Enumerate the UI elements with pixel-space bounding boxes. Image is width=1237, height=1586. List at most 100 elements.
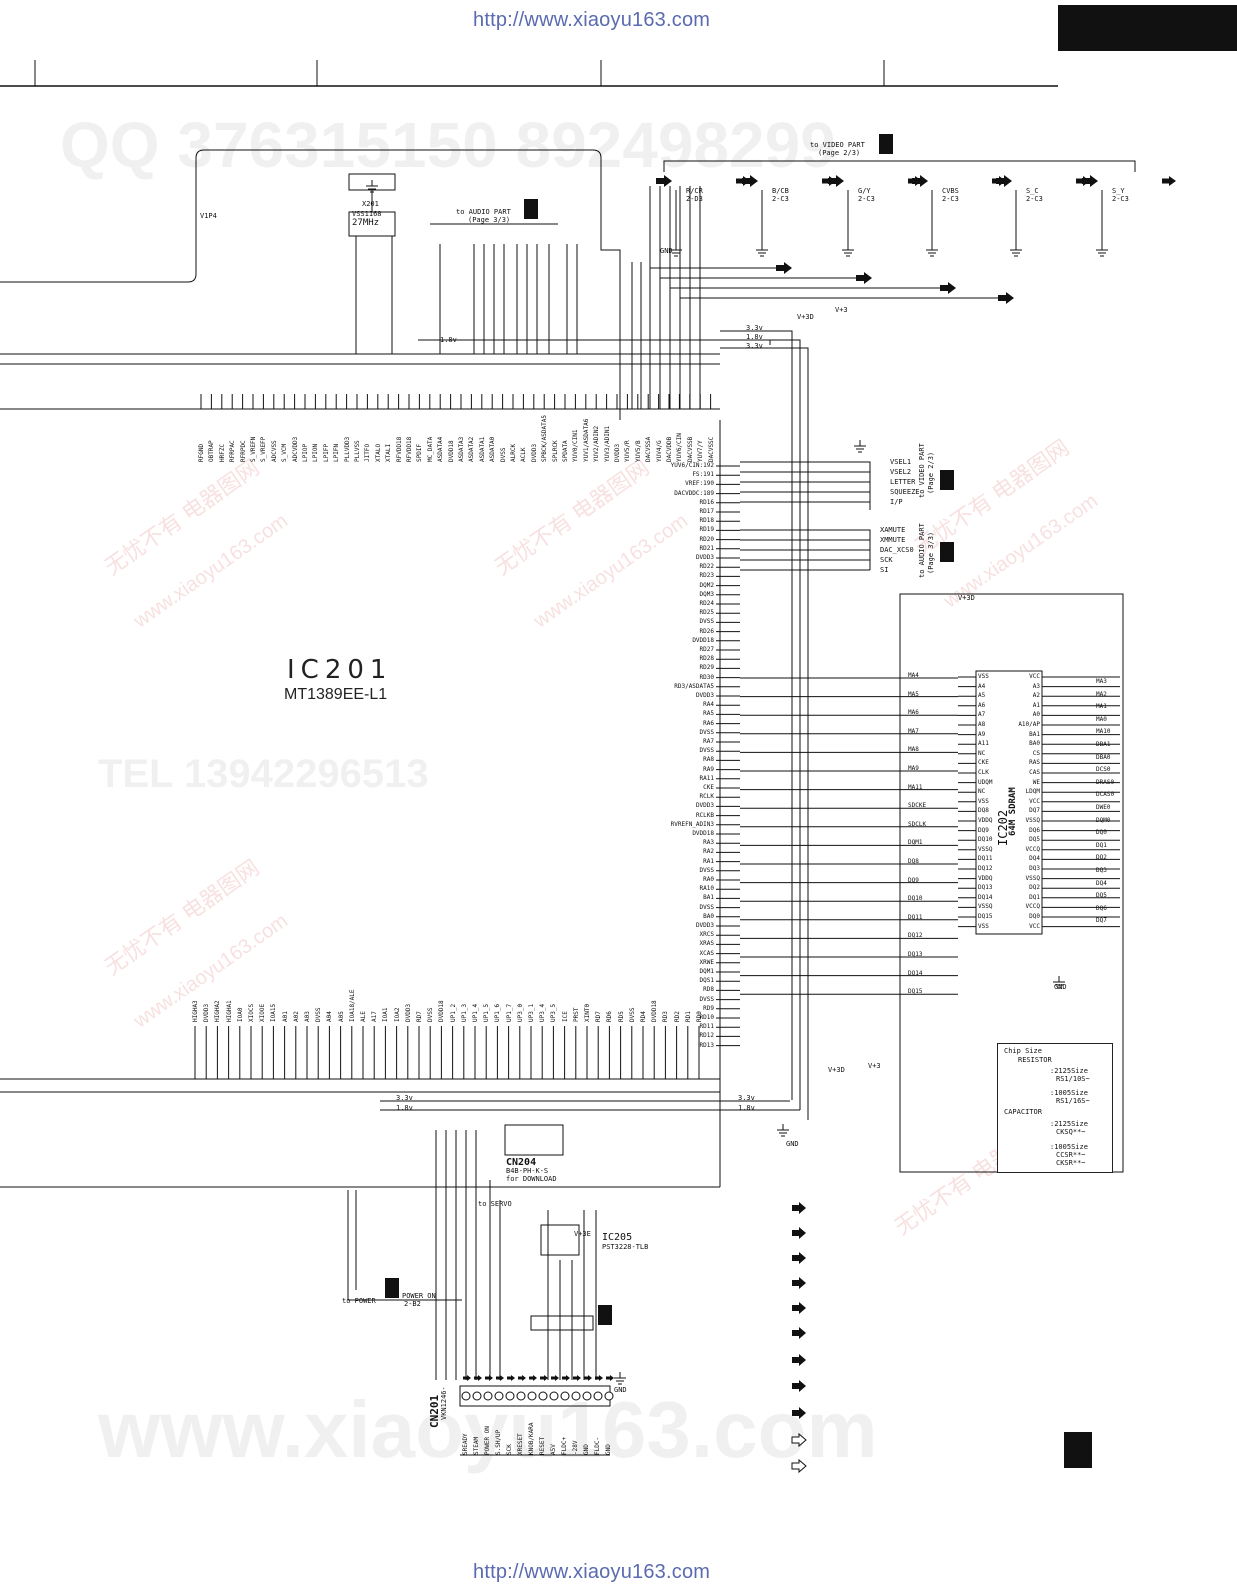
- video-out-name: CVBS: [942, 187, 959, 195]
- legend-signal-arrow: [792, 1202, 806, 1214]
- ic202-right-pin: DQ1: [1029, 893, 1040, 901]
- to-power: to POWER: [342, 1297, 376, 1305]
- ic201-right-pin: DVDD3: [695, 802, 714, 810]
- ic201-top-pin: ACLK: [520, 447, 528, 462]
- ic202-right-net: DQ6: [1096, 904, 1107, 912]
- power-ref: 2-B2: [404, 1300, 421, 1308]
- ic201-right-pin: RA6: [703, 719, 714, 727]
- audio-ctrl-net: DAC_XCS0: [880, 546, 914, 554]
- ic202-left-pin: DQ11: [978, 855, 993, 863]
- legend-res1b: RS1/10S~: [1056, 1075, 1090, 1083]
- xtal-freq: 27MHz: [352, 218, 380, 228]
- ic202-left-pin: VSS: [978, 922, 989, 930]
- to-audio-page-top: (Page 3/3): [468, 216, 511, 224]
- rail-33-bottom-2: 3.3v: [396, 1094, 413, 1102]
- legend-signal-arrow: [792, 1227, 806, 1239]
- cn204-note: for DOWNLOAD: [506, 1175, 557, 1183]
- ic201-right-pin: RD10: [699, 1014, 714, 1021]
- ground-symbol: [1053, 976, 1065, 989]
- ic202-left-pin: A5: [978, 692, 986, 700]
- ic202-right-pin: RAS: [1029, 759, 1040, 767]
- legend-open-arrow: [791, 1432, 807, 1448]
- ic202-right-net: DCAS0: [1096, 791, 1115, 799]
- gnd-label-2: GND: [786, 1140, 799, 1148]
- ic202-right-pin: VSSQ: [1025, 874, 1040, 882]
- ic201-right-pin: RA2: [703, 848, 714, 856]
- ic201-right-pin: DVDD18: [692, 636, 714, 644]
- ic201-right-pin: RD20: [699, 535, 714, 543]
- ic201-right-pin: RD27: [699, 646, 714, 653]
- xtal-part: VSS1168: [352, 210, 382, 218]
- ic202-right-pin: VCCQ: [1025, 903, 1040, 911]
- ic201-top-pin: LPION: [312, 443, 320, 462]
- legend-open-arrow: [791, 1458, 807, 1474]
- ic201-bottom-pin: UP3_4: [539, 1003, 547, 1022]
- ic201-right-pin: RA0: [703, 876, 714, 883]
- ic201-right-pin: RD3/ASDATA5: [674, 682, 714, 690]
- video-out-ref: 2-C3: [1112, 195, 1129, 203]
- ic202-left-pin: A4: [978, 682, 986, 690]
- ic201-top-pin: HRFZC: [218, 443, 226, 462]
- ic202-right-pin: A0: [1032, 711, 1040, 719]
- ic202-right-net: DQ5: [1096, 892, 1107, 900]
- ic201-top-pin: ASDATA2: [468, 436, 476, 462]
- legend-signal-arrow: [792, 1407, 806, 1419]
- ref-block-bottom-right: [1064, 1432, 1092, 1468]
- cn201-signal-arrow: [474, 1375, 482, 1381]
- cn201-pin-circle: [549, 1391, 559, 1401]
- ic201-right-pin: DVSS: [699, 995, 714, 1003]
- ic201-right-pin: DQM2: [699, 581, 714, 589]
- video-out-name: S_Y: [1112, 187, 1125, 195]
- cn201-pin: FLDC+: [561, 1436, 568, 1455]
- ic201-top-pin: DACVSSA: [645, 436, 653, 462]
- ic201-bottom-pin: IOA0: [236, 1007, 244, 1022]
- video-out-ref: 2-C3: [858, 195, 875, 203]
- ic202-left-net: DQ15: [908, 988, 923, 996]
- ic201-top-pin: S_VREFN: [250, 436, 257, 462]
- audio-ctrl-net: XMMUTE: [880, 536, 906, 544]
- legend-res2b: RS1/16S~: [1056, 1097, 1090, 1105]
- cn201-pin: KNOB/KARA: [528, 1422, 535, 1455]
- ic201-top-pin: ASDATA3: [458, 436, 465, 462]
- ic201-bottom-pin: HIGHA1: [225, 1000, 233, 1022]
- header-url: http://www.xiaoyu163.com: [473, 9, 711, 31]
- ic201-bottom-pin: HIGHA3: [192, 1000, 199, 1022]
- ic201-top-pin: XTALO: [374, 443, 382, 462]
- ic202-left-pin: DQ9: [978, 826, 989, 834]
- video-feed-arrow: [940, 282, 956, 294]
- ic202-right-net: DWE0: [1096, 804, 1111, 811]
- ic202-left-pin: UDQM: [978, 778, 993, 786]
- ic201-top-pin: PLLVSS: [354, 440, 361, 462]
- ic201-top-pin: MC_DATA: [426, 436, 434, 462]
- to-video-page-top: (Page 2/3): [818, 149, 861, 157]
- v3d-label-bottom: V+3D: [828, 1066, 845, 1074]
- ic202-left-net: DQ13: [908, 951, 923, 958]
- ic201-bottom-pin: UP3_1: [528, 1003, 535, 1022]
- ic202-left-pin: A7: [978, 711, 986, 719]
- ic202-right-pin: CAS: [1029, 769, 1040, 776]
- ic201-bottom-pin: IOA15: [270, 1003, 278, 1022]
- audio-ctrl-net: XAMUTE: [880, 526, 906, 534]
- cn201-pin-circle: [516, 1391, 526, 1401]
- ic201-bottom-pin: UP1_7: [505, 1003, 513, 1022]
- ic201-right-pin: DVSS: [699, 903, 714, 911]
- ic201-right-pin: BA0: [703, 912, 714, 920]
- ic202-right-pin: VSSQ: [1025, 817, 1040, 824]
- ic201-right-pin: YUV6/CIN:192: [670, 462, 714, 469]
- ground-symbol: [756, 244, 768, 257]
- ic202-left-pin: NC: [978, 788, 986, 796]
- legend-signal-arrow: [792, 1327, 806, 1339]
- ic201-bottom-pin: DVSS: [315, 1007, 323, 1022]
- ic201-right-pin: RD12: [699, 1032, 714, 1040]
- ic201-bottom-pin: RD7: [416, 1011, 423, 1022]
- ic201-right-pin: DVSS: [699, 747, 714, 755]
- cn201-pin: POWER ON: [484, 1426, 491, 1455]
- video-out-arrow: [912, 175, 928, 187]
- ic201-top-pin: RFVDD18: [406, 436, 413, 462]
- ic201-right-pin: DVSS: [699, 618, 714, 626]
- cn201-pin-circle: [505, 1391, 515, 1401]
- ic201-right-pin: DVDD3: [695, 922, 714, 929]
- v3d-label-top: V+3D: [797, 313, 814, 321]
- ic201-top-pin: SPLRCK: [551, 440, 559, 462]
